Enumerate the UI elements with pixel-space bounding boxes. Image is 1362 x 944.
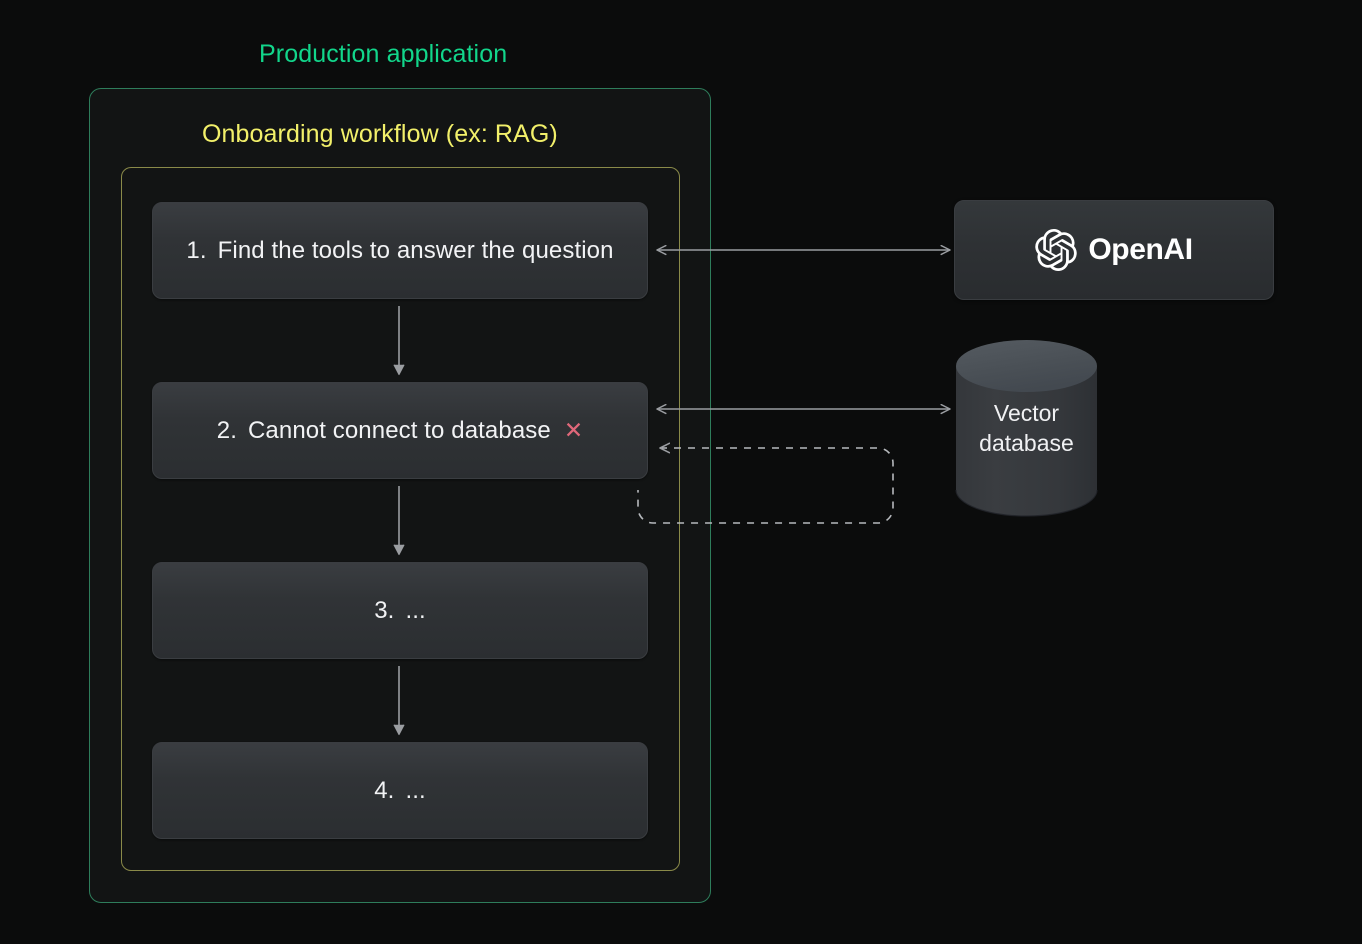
- step-3-label: ...: [405, 596, 426, 624]
- error-x-icon: ✕: [563, 417, 584, 443]
- step-4-number: 4.: [374, 776, 395, 804]
- workflow-step-4[interactable]: 4. ...: [152, 742, 648, 839]
- step-4-label: ...: [405, 776, 426, 804]
- openai-logo-icon: [1035, 229, 1078, 271]
- step-2-number: 2.: [216, 416, 237, 444]
- openai-node[interactable]: OpenAI: [954, 200, 1274, 300]
- workflow-step-1[interactable]: 1. Find the tools to answer the question: [152, 202, 648, 299]
- step-1-label: Find the tools to answer the question: [217, 236, 614, 264]
- production-application-title: Production application: [259, 40, 508, 68]
- openai-label: OpenAI: [1088, 233, 1193, 266]
- database-cylinder-icon: [955, 340, 1098, 517]
- step-3-number: 3.: [374, 596, 395, 624]
- workflow-step-3[interactable]: 3. ...: [152, 562, 648, 659]
- vector-database-node[interactable]: Vector database: [955, 339, 1098, 517]
- onboarding-workflow-title: Onboarding workflow (ex: RAG): [202, 120, 558, 148]
- workflow-step-2[interactable]: 2. Cannot connect to database ✕: [152, 382, 648, 479]
- step-1-number: 1.: [186, 236, 207, 264]
- step-2-label: Cannot connect to database: [248, 416, 551, 444]
